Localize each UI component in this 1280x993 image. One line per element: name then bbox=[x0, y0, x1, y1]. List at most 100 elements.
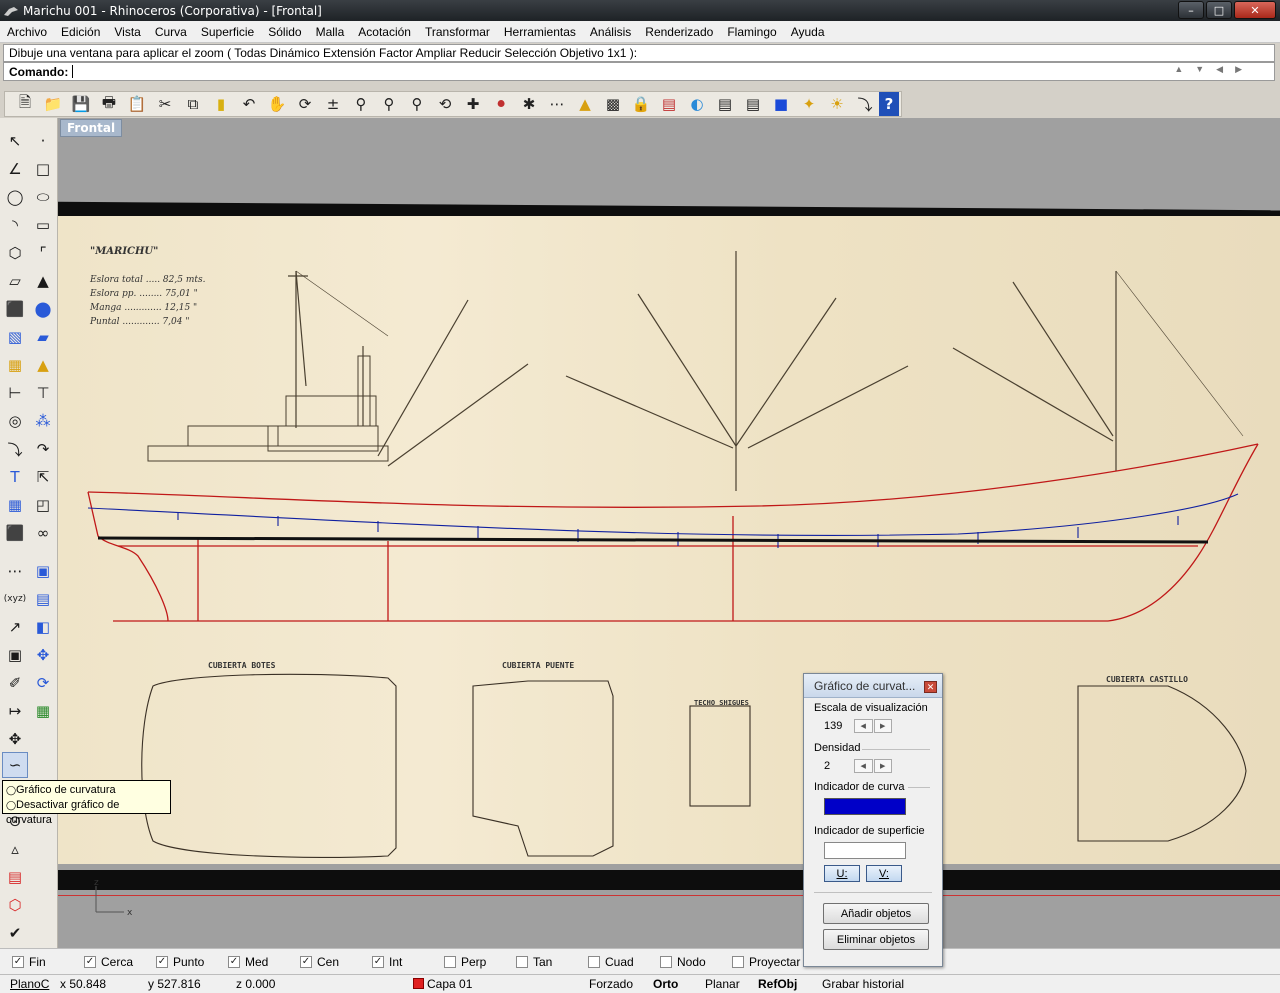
mirror-icon[interactable]: ◰ bbox=[35, 496, 51, 514]
menu-curva[interactable]: Curva bbox=[154, 24, 187, 39]
close-button[interactable]: ✕ bbox=[1234, 1, 1276, 19]
mesh-icon[interactable]: ▦ bbox=[7, 356, 23, 374]
osnap-tan[interactable]: Tan bbox=[516, 955, 552, 969]
zoom-window-icon[interactable]: ⚲ bbox=[355, 95, 367, 113]
hide-objects-icon[interactable]: ▩ bbox=[605, 95, 621, 113]
open-folder-icon[interactable]: 📁 bbox=[43, 95, 63, 113]
light-icon[interactable]: ✦ bbox=[802, 95, 816, 113]
zoom-dynamic-icon[interactable]: ± bbox=[326, 95, 340, 113]
scale-value[interactable]: 139 bbox=[824, 720, 843, 732]
curvature-graph-icon[interactable]: ∽ bbox=[2, 752, 28, 778]
menu-transformar[interactable]: Transformar bbox=[424, 24, 490, 39]
zoom-selected-icon[interactable]: ⚲ bbox=[411, 95, 423, 113]
u-direction-button[interactable]: U: bbox=[824, 865, 860, 882]
boolean-icon[interactable]: ◎ bbox=[8, 412, 22, 430]
frontal-viewport[interactable]: Frontal "MARICHU" Eslora total ..... 82,… bbox=[58, 118, 1280, 948]
render-preview-icon[interactable]: ▤ bbox=[745, 95, 761, 113]
panel-icon[interactable]: ▤ bbox=[35, 590, 51, 608]
osnap-nodo[interactable]: Nodo bbox=[660, 955, 706, 969]
save-icon[interactable]: 💾 bbox=[71, 95, 91, 113]
zoom-extents-icon[interactable]: ⚲ bbox=[383, 95, 395, 113]
move-icon[interactable]: ✥ bbox=[36, 646, 50, 664]
new-file-icon[interactable]: 🗎 bbox=[18, 92, 32, 111]
join-icon[interactable]: ⁂ bbox=[35, 412, 51, 430]
command-line[interactable]: Comando: ▲▼◀▶ bbox=[3, 62, 1275, 81]
select-arrow-icon[interactable]: ↖ bbox=[8, 132, 22, 150]
osnap-cen-checkbox[interactable]: ✓ bbox=[300, 956, 312, 968]
point-icon[interactable]: · bbox=[40, 132, 46, 150]
menu-ayuda[interactable]: Ayuda bbox=[790, 24, 825, 39]
cplane-indicator[interactable]: PlanoC bbox=[10, 977, 50, 991]
print-icon[interactable]: 🖶 bbox=[101, 92, 117, 111]
analyze-direction-icon[interactable]: ✐ bbox=[8, 674, 22, 692]
measure-icon[interactable]: ↗ bbox=[8, 618, 22, 636]
circle-icon[interactable]: ◯ bbox=[6, 188, 24, 206]
command-scroll-arrows[interactable]: ▲▼◀▶ bbox=[1174, 64, 1254, 74]
scale-spinner[interactable]: ◀▶ bbox=[854, 719, 892, 733]
curve-cv-icon[interactable]: □ bbox=[35, 160, 51, 178]
cut-icon[interactable]: ✂ bbox=[158, 95, 172, 113]
refobj-toggle[interactable]: RefObj bbox=[758, 977, 798, 991]
osnap-proyectar[interactable]: Proyectar bbox=[732, 955, 800, 969]
edit-points-icon[interactable]: ✥ bbox=[8, 730, 22, 748]
material-icon[interactable]: ■ bbox=[773, 95, 789, 113]
layers-icon[interactable]: ▤ bbox=[661, 95, 677, 113]
paste-icon[interactable]: 📋 bbox=[127, 95, 147, 113]
menu-malla[interactable]: Malla bbox=[315, 24, 345, 39]
osnap-punto[interactable]: ✓Punto bbox=[156, 955, 205, 969]
array-icon[interactable]: ▦ bbox=[7, 496, 23, 514]
osnap-perp-checkbox[interactable] bbox=[444, 956, 456, 968]
osnap-cuad-checkbox[interactable] bbox=[588, 956, 600, 968]
trim-icon[interactable]: ⊤ bbox=[36, 384, 50, 402]
menu-herramientas[interactable]: Herramientas bbox=[503, 24, 576, 39]
rainbow-analysis-icon[interactable]: ▤ bbox=[7, 868, 23, 886]
undo-icon[interactable]: ↶ bbox=[242, 95, 256, 113]
pan-hand-icon[interactable]: ✋ bbox=[267, 95, 287, 113]
checkmark-icon[interactable]: ✔ bbox=[8, 924, 22, 942]
menu-vista[interactable]: Vista bbox=[114, 24, 141, 39]
osnap-nodo-checkbox[interactable] bbox=[660, 956, 672, 968]
cylinder-icon[interactable]: ▧ bbox=[7, 328, 23, 346]
copy-icon[interactable]: ⧉ bbox=[187, 95, 199, 113]
align-icon[interactable]: ◧ bbox=[35, 618, 51, 636]
remove-objects-button[interactable]: Eliminar objetos bbox=[823, 929, 929, 950]
offset-icon[interactable]: ↷ bbox=[36, 440, 50, 458]
draft-angle-icon[interactable]: ▵ bbox=[11, 840, 19, 858]
density-spinner[interactable]: ◀▶ bbox=[854, 759, 892, 773]
forzado-toggle[interactable]: Forzado bbox=[589, 977, 634, 991]
osnap-punto-checkbox[interactable]: ✓ bbox=[156, 956, 168, 968]
clipboard-icon[interactable]: ▮ bbox=[216, 95, 226, 113]
osnap-cuad[interactable]: Cuad bbox=[588, 955, 634, 969]
menu-solido[interactable]: Sólido bbox=[268, 24, 302, 39]
text-icon[interactable]: T bbox=[10, 468, 20, 486]
rotate-icon[interactable]: ⟳ bbox=[36, 674, 50, 692]
properties-icon[interactable]: ▤ bbox=[717, 95, 733, 113]
sphere-solid-icon[interactable]: ⬤ bbox=[34, 300, 52, 318]
density-value[interactable]: 2 bbox=[824, 760, 831, 772]
menu-acotacion[interactable]: Acotación bbox=[358, 24, 411, 39]
menu-renderizado[interactable]: Renderizado bbox=[645, 24, 714, 39]
osnap-int-checkbox[interactable]: ✓ bbox=[372, 956, 384, 968]
xyz-icon[interactable]: (xyz) bbox=[3, 594, 27, 604]
rect-surface-icon[interactable]: ▣ bbox=[35, 562, 51, 580]
scale-icon[interactable]: ⇱ bbox=[36, 468, 50, 486]
point-on-icon[interactable]: ▲ bbox=[579, 95, 591, 113]
dialog-close-icon[interactable]: ✕ bbox=[924, 681, 937, 693]
curve-color-swatch[interactable] bbox=[824, 798, 906, 815]
extrude-icon[interactable]: ▲ bbox=[37, 356, 49, 374]
osnap-cerca[interactable]: ✓Cerca bbox=[84, 955, 134, 969]
grid-snap-icon[interactable]: ⋯ bbox=[549, 95, 565, 113]
osnap-crosshair-icon[interactable]: ✚ bbox=[466, 95, 480, 113]
lock-objects-icon[interactable]: 🔒 bbox=[631, 95, 651, 113]
minimize-button[interactable]: – bbox=[1178, 1, 1204, 19]
menu-superficie[interactable]: Superficie bbox=[200, 24, 255, 39]
osnap-fin-checkbox[interactable]: ✓ bbox=[12, 956, 24, 968]
osnap-perp[interactable]: Perp bbox=[444, 955, 486, 969]
zebra-icon[interactable]: ▦ bbox=[35, 702, 51, 720]
dialog-title[interactable]: Gráfico de curvat... bbox=[804, 674, 942, 698]
settings-sun-icon[interactable]: ☀ bbox=[830, 95, 844, 113]
osnap-fin[interactable]: ✓Fin bbox=[12, 955, 46, 969]
osnap-cerca-checkbox[interactable]: ✓ bbox=[84, 956, 96, 968]
distance-icon[interactable]: ↦ bbox=[8, 702, 22, 720]
surface-corner-icon[interactable]: ▱ bbox=[9, 272, 21, 290]
